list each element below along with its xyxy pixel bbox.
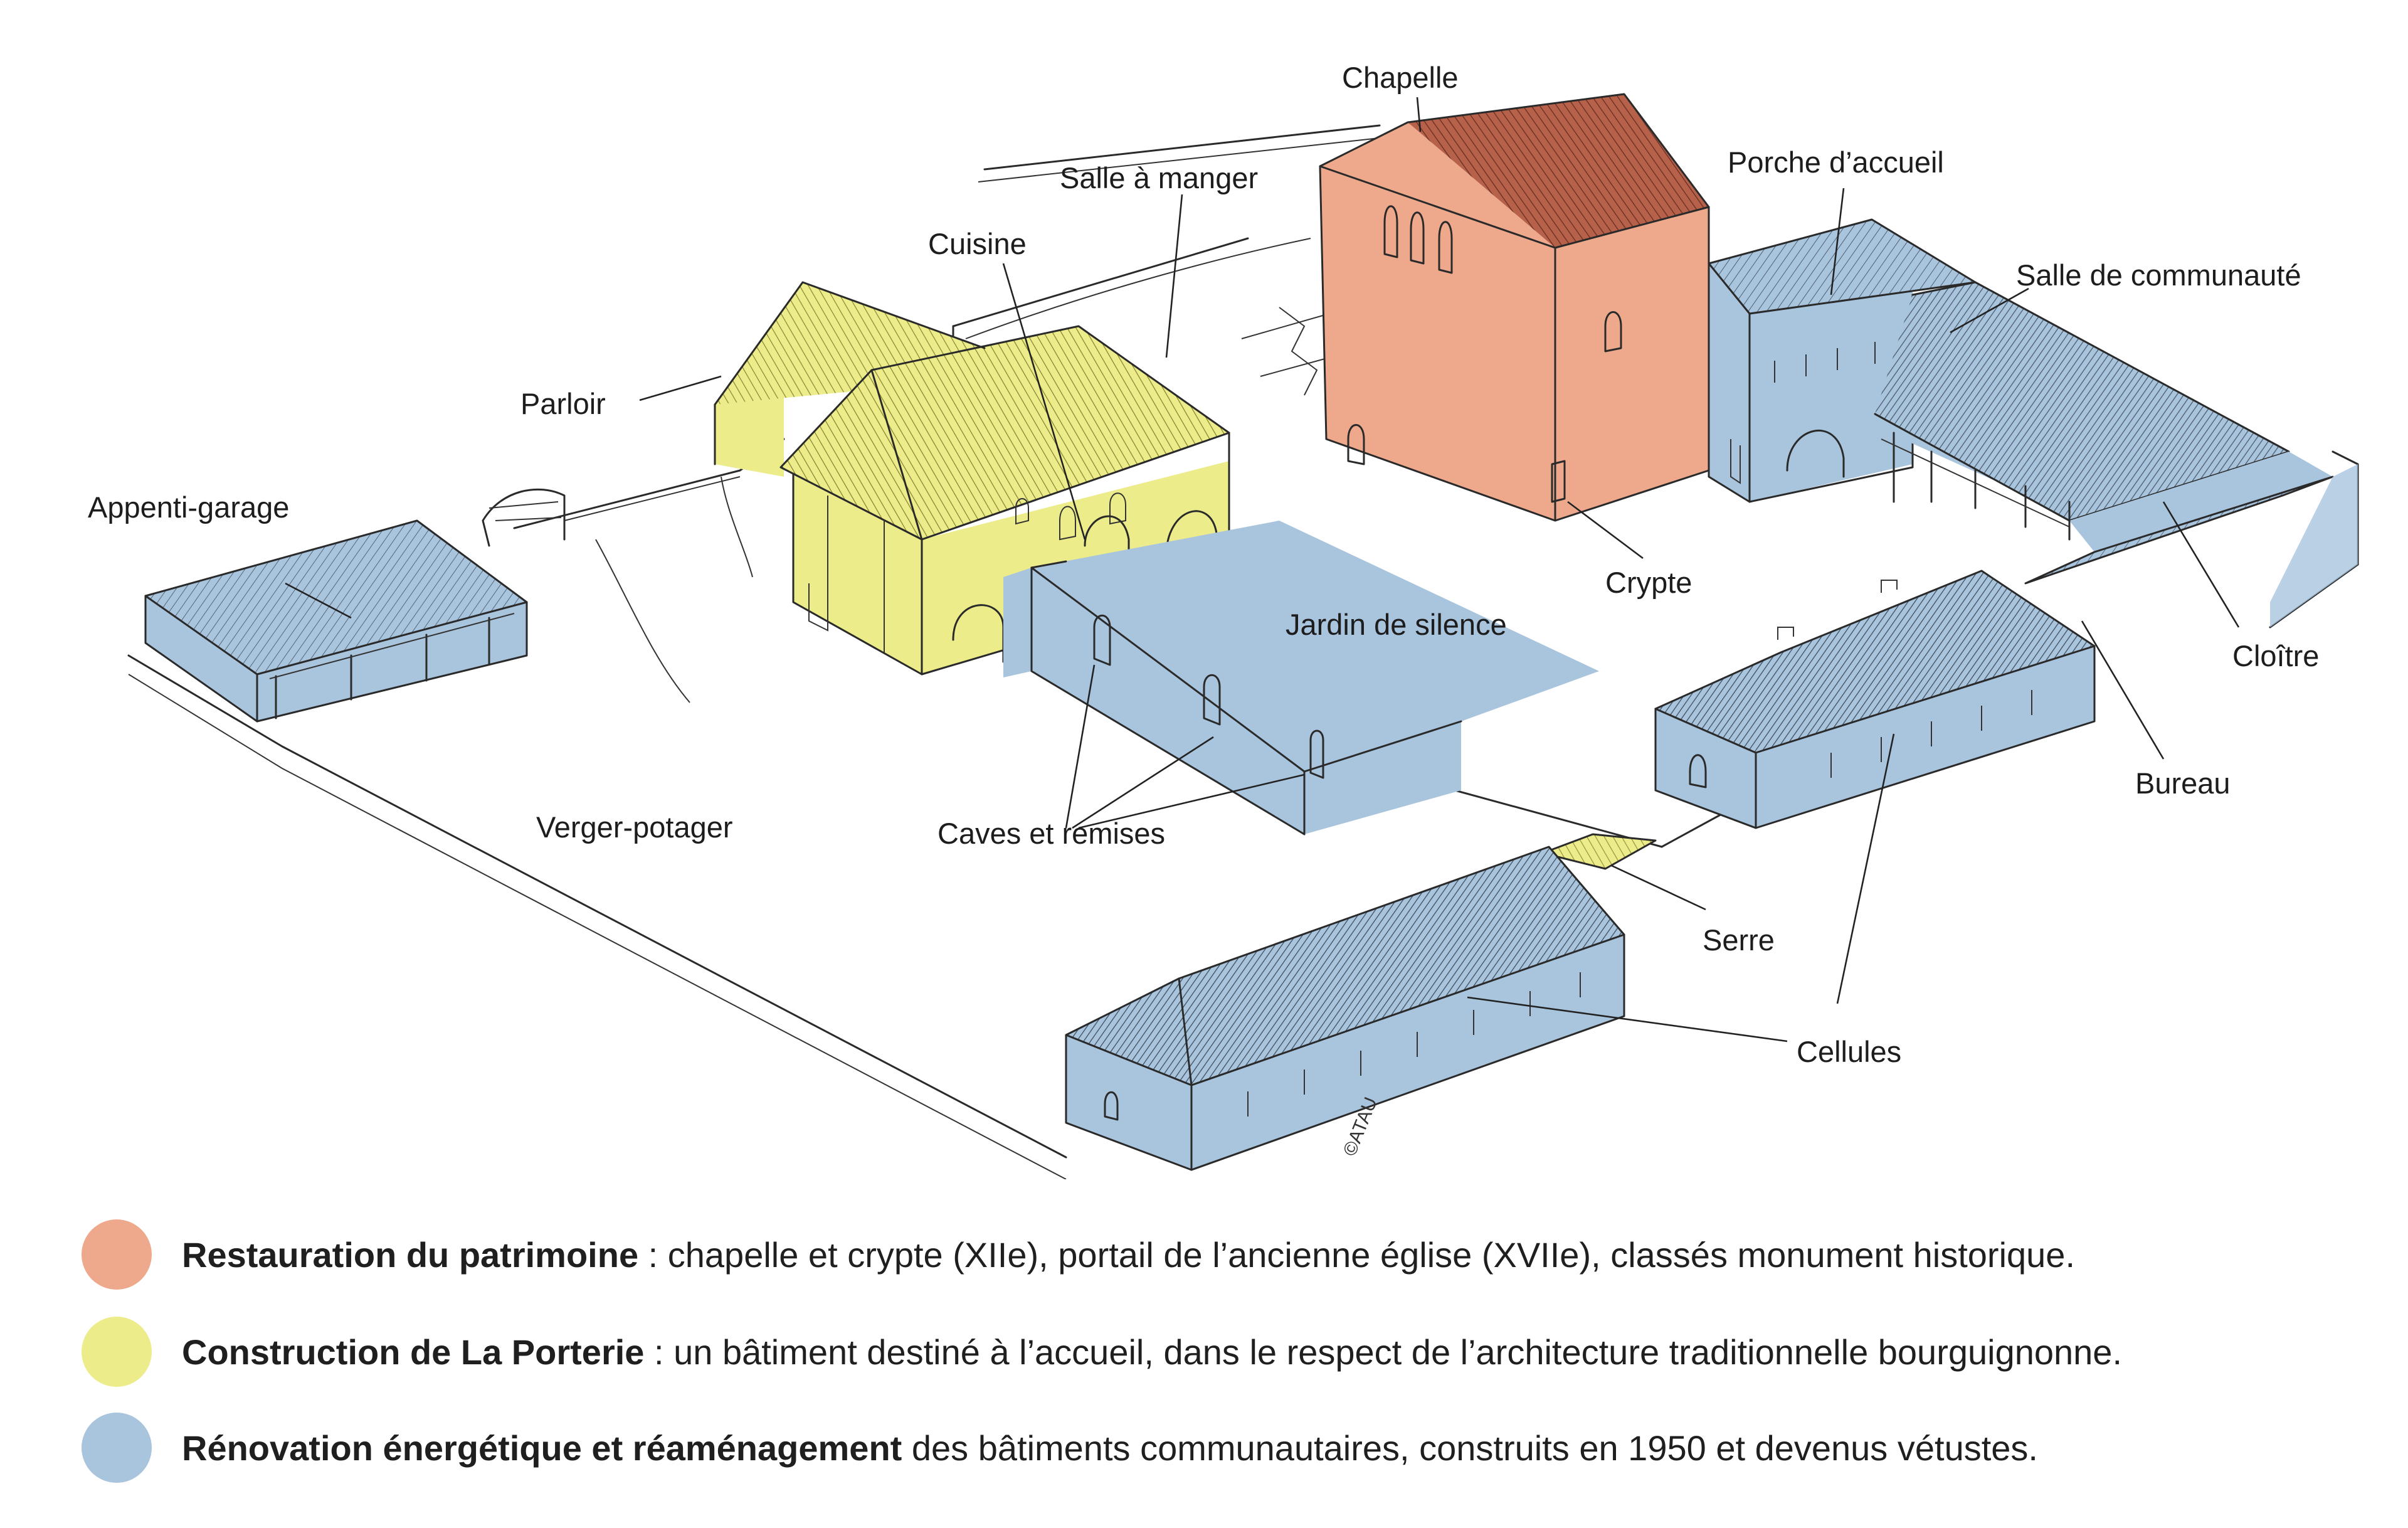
appenti-garage-building (144, 519, 528, 723)
garden-gate (482, 488, 566, 547)
label-appenti-garage: Appenti-garage (88, 491, 289, 524)
legend-desc-renovation: des bâtiments communautaires, construits… (902, 1428, 2038, 1468)
legend-item-porterie: Construction de La Porterie : un bâtimen… (82, 1314, 2122, 1389)
legend-text-porterie: Construction de La Porterie : un bâtimen… (182, 1332, 2122, 1372)
label-salle-a-manger: Salle à manger (1060, 161, 1258, 194)
label-jardin-silence: Jardin de silence (1286, 608, 1507, 641)
cellules-lower-building (1065, 846, 1625, 1171)
hill-path (965, 238, 1330, 396)
label-cuisine: Cuisine (928, 227, 1027, 260)
serre-building (1541, 833, 1657, 870)
legend-text-renovation: Rénovation énergétique et réaménagement … (182, 1428, 2038, 1468)
label-verger-potager: Verger-potager (536, 810, 733, 844)
chapelle-building (1319, 93, 1710, 522)
label-parloir: Parloir (520, 387, 606, 420)
legend-desc-heritage: : chapelle et crypte (XIIe), portail de … (638, 1234, 2076, 1275)
legend-title-renovation: Rénovation énergétique et réaménagement (182, 1428, 902, 1468)
legend-desc-porterie: : un bâtiment destiné à l’accueil, dans … (644, 1332, 2123, 1372)
cloitre-building (1874, 281, 2358, 627)
label-crypte: Crypte (1605, 566, 1692, 599)
leader-lines (285, 97, 2240, 1043)
label-cloitre: Cloître (2232, 639, 2319, 672)
label-salle-communaute: Salle de communauté (2016, 258, 2301, 292)
porche-accueil-building (1708, 218, 1977, 503)
label-porche-accueil: Porche d’accueil (1728, 146, 1944, 179)
legend-item-heritage: Restauration du patrimoine : chapelle et… (82, 1217, 2075, 1292)
legend-swatch-porterie (82, 1317, 152, 1387)
legend-title-heritage: Restauration du patrimoine (182, 1234, 639, 1275)
caves-remises-building (1003, 521, 1599, 836)
site-illustration: Chapelle Salle à manger Porche d’accueil… (88, 61, 2359, 1179)
label-caves-remises: Caves et remises (937, 817, 1165, 850)
legend-swatch-renovation (82, 1413, 152, 1483)
label-cellules: Cellules (1797, 1035, 1901, 1068)
legend: Restauration du patrimoine : chapelle et… (0, 1192, 2408, 1528)
cellules-upper-building (1654, 570, 2096, 829)
legend-title-porterie: Construction de La Porterie (182, 1332, 645, 1372)
label-chapelle: Chapelle (1342, 61, 1459, 94)
label-serre: Serre (1703, 923, 1775, 957)
legend-swatch-heritage (82, 1219, 152, 1290)
label-bureau: Bureau (2135, 767, 2231, 800)
legend-text-heritage: Restauration du patrimoine : chapelle et… (182, 1234, 2075, 1275)
legend-item-renovation: Rénovation énergétique et réaménagement … (82, 1410, 2038, 1485)
